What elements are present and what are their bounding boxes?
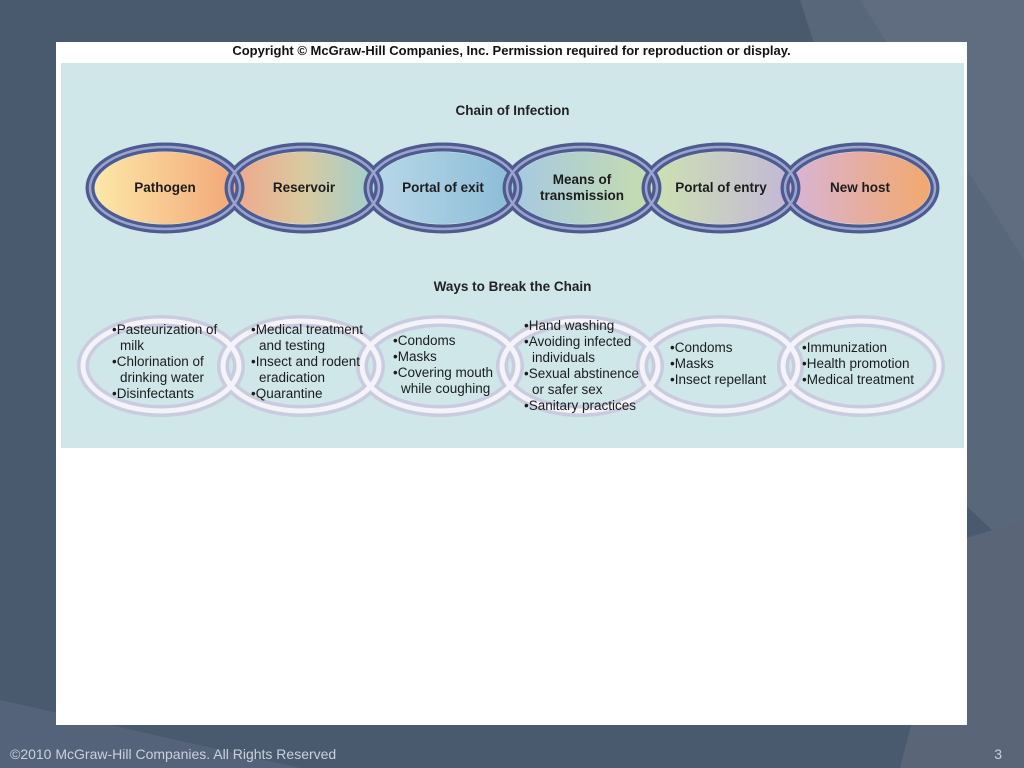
slide-panel: Copyright © McGraw-Hill Companies, Inc. … <box>56 42 967 725</box>
break-list-reservoir: Medical treatment and testingInsect and … <box>251 322 376 402</box>
list-item: Health promotion <box>802 356 932 372</box>
figure-title: Chain of Infection <box>455 103 570 118</box>
break-chain-title: Ways to Break the Chain <box>433 279 592 294</box>
break-list-means-of-transmission: Hand washingAvoiding infected individual… <box>524 318 644 414</box>
break-list-portal-of-exit: CondomsMasksCovering mouth while coughin… <box>393 333 505 397</box>
list-item: Insect and rodent eradication <box>251 354 376 386</box>
chain-link-reservoir: Reservoir <box>272 180 336 195</box>
page-number: 3 <box>994 746 1002 762</box>
list-item: Avoiding infected individuals <box>524 334 644 366</box>
list-item: Condoms <box>393 333 505 349</box>
chain-link-means-of-transmission: Means of transmission <box>539 172 625 203</box>
list-item: Medical treatment and testing <box>251 322 376 354</box>
footer-copyright: ©2010 McGraw-Hill Companies. All Rights … <box>10 746 337 762</box>
chain-link-rings <box>85 142 940 234</box>
chain-of-infection-figure: Chain of Infection <box>61 63 964 448</box>
break-list-new-host: ImmunizationHealth promotionMedical trea… <box>802 340 932 388</box>
list-item: Quarantine <box>251 386 376 402</box>
copyright-notice: Copyright © McGraw-Hill Companies, Inc. … <box>232 43 791 58</box>
list-item: Masks <box>670 356 780 372</box>
list-item: Chlorination of drinking water <box>112 354 222 386</box>
list-item: Insect repellant <box>670 372 780 388</box>
chain-link-portal-of-exit: Portal of exit <box>402 180 484 195</box>
list-item: Sanitary practices <box>524 398 644 414</box>
list-item: Medical treatment <box>802 372 932 388</box>
list-item: Hand washing <box>524 318 644 334</box>
list-item: Pasteurization of milk <box>112 322 222 354</box>
break-list-pathogen: Pasteurization of milkChlorination of dr… <box>112 322 222 402</box>
chain-link-portal-of-entry: Portal of entry <box>675 180 767 195</box>
list-item: Sexual abstinence or safer sex <box>524 366 644 398</box>
chain-link-new-host: New host <box>829 180 890 195</box>
break-list-portal-of-entry: CondomsMasksInsect repellant <box>670 340 780 388</box>
list-item: Condoms <box>670 340 780 356</box>
chain-link-pathogen: Pathogen <box>134 180 196 195</box>
chain-link-fills <box>95 152 930 224</box>
list-item: Disinfectants <box>112 386 222 402</box>
list-item: Masks <box>393 349 505 365</box>
list-item: Covering mouth while coughing <box>393 365 505 397</box>
list-item: Immunization <box>802 340 932 356</box>
